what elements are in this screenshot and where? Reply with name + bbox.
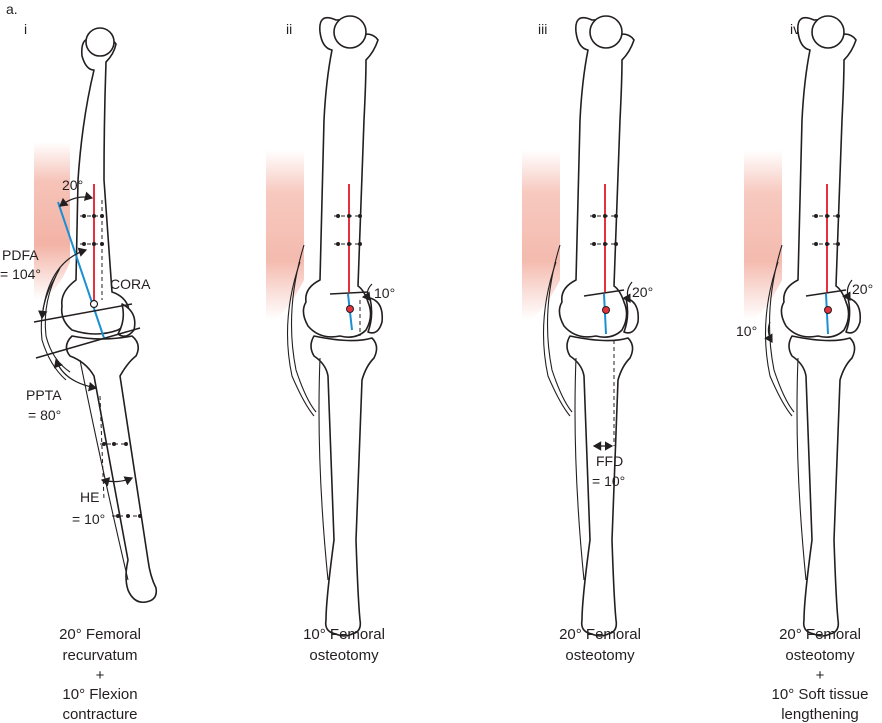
tibial-joint-line bbox=[35, 327, 141, 359]
panel-i: i bbox=[0, 21, 158, 604]
soft-tissue-arrow bbox=[764, 321, 773, 344]
caption-line: lengthening bbox=[781, 706, 859, 723]
caption-line: recurvatum bbox=[62, 647, 137, 664]
label-ppta-value: = 80° bbox=[28, 407, 61, 423]
caption-line: osteotomy bbox=[785, 647, 855, 664]
tibia-axis-line bbox=[603, 293, 607, 335]
label-cora: CORA bbox=[110, 276, 151, 292]
caption-line: osteotomy bbox=[565, 647, 635, 664]
rotation-arrow bbox=[842, 279, 853, 302]
label-he: HE bbox=[80, 489, 99, 505]
patella bbox=[117, 303, 136, 338]
rotation-arrow bbox=[361, 283, 373, 301]
panel-numeral: i bbox=[24, 21, 27, 37]
cora-point bbox=[346, 305, 354, 313]
leg-drawing bbox=[521, 15, 640, 637]
label-pdfa-value: = 104° bbox=[0, 266, 41, 282]
femur-markers bbox=[334, 214, 362, 246]
ppta-arrow bbox=[53, 358, 98, 392]
caption-line: 10° Soft tissue bbox=[772, 686, 869, 703]
caption-line: osteotomy bbox=[309, 647, 379, 664]
cora-point bbox=[602, 306, 610, 314]
panel-ii: ii 10° bbox=[265, 15, 395, 637]
tibia-axis-line bbox=[825, 293, 829, 335]
leg-drawing bbox=[743, 15, 862, 637]
he-arrow bbox=[100, 476, 134, 487]
tibia bbox=[65, 335, 158, 604]
caption-line: contracture bbox=[62, 706, 137, 723]
caption-line: 20° Femoral bbox=[779, 626, 861, 643]
cora-point bbox=[89, 299, 99, 309]
caption-line: + bbox=[816, 667, 825, 684]
label-soft-tissue-angle: 10° bbox=[736, 323, 757, 339]
caption-iv: 20° Femoral osteotomy + 10° Soft tissue … bbox=[772, 626, 869, 723]
label-he-value: = 10° bbox=[72, 511, 105, 527]
angle-20-arrow bbox=[59, 191, 94, 207]
label-angle-20: 20° bbox=[62, 177, 83, 193]
caption-line: 20° Femoral bbox=[59, 626, 141, 643]
caption-iii: 20° Femoral osteotomy bbox=[559, 626, 641, 664]
label-ffd-value: = 10° bbox=[592, 473, 625, 489]
osteotomy-line bbox=[329, 291, 369, 295]
femur-markers bbox=[80, 214, 104, 246]
caption-ii: 10° Femoral osteotomy bbox=[303, 626, 385, 664]
panel-numeral: iv bbox=[790, 21, 800, 37]
panel-numeral: ii bbox=[286, 21, 292, 37]
rotation-arrow bbox=[622, 281, 633, 304]
figure-label: a. bbox=[6, 1, 18, 17]
cora-point bbox=[824, 306, 832, 314]
label-angle: 20° bbox=[632, 284, 653, 300]
caption-line: 10° Femoral bbox=[303, 626, 385, 643]
label-ffd: FFD bbox=[596, 453, 623, 469]
femur-markers bbox=[812, 214, 840, 246]
label-ppta: PPTA bbox=[26, 387, 62, 403]
leg-drawing bbox=[265, 15, 384, 637]
panel-iii: iii 20° FFD = 10° bbox=[521, 15, 653, 637]
pdfa-arrow bbox=[37, 247, 88, 320]
caption-line: 10° Flexion bbox=[62, 686, 137, 703]
osteotomy-line bbox=[805, 289, 847, 297]
caption-i: 20° Femoral recurvatum + 10° Flexion con… bbox=[59, 626, 141, 723]
label-angle: 10° bbox=[374, 285, 395, 301]
panel-numeral: iii bbox=[538, 21, 547, 37]
caption-line: + bbox=[96, 667, 105, 684]
femur-markers bbox=[590, 214, 618, 246]
caption-line: 20° Femoral bbox=[559, 626, 641, 643]
tibia-markers bbox=[100, 442, 142, 518]
label-angle: 20° bbox=[852, 281, 873, 297]
panel-iv: iv 20° 10° bbox=[736, 15, 873, 637]
femoral-head bbox=[85, 27, 115, 57]
osteotomy-line bbox=[583, 289, 625, 297]
label-pdfa: PDFA bbox=[2, 247, 39, 263]
